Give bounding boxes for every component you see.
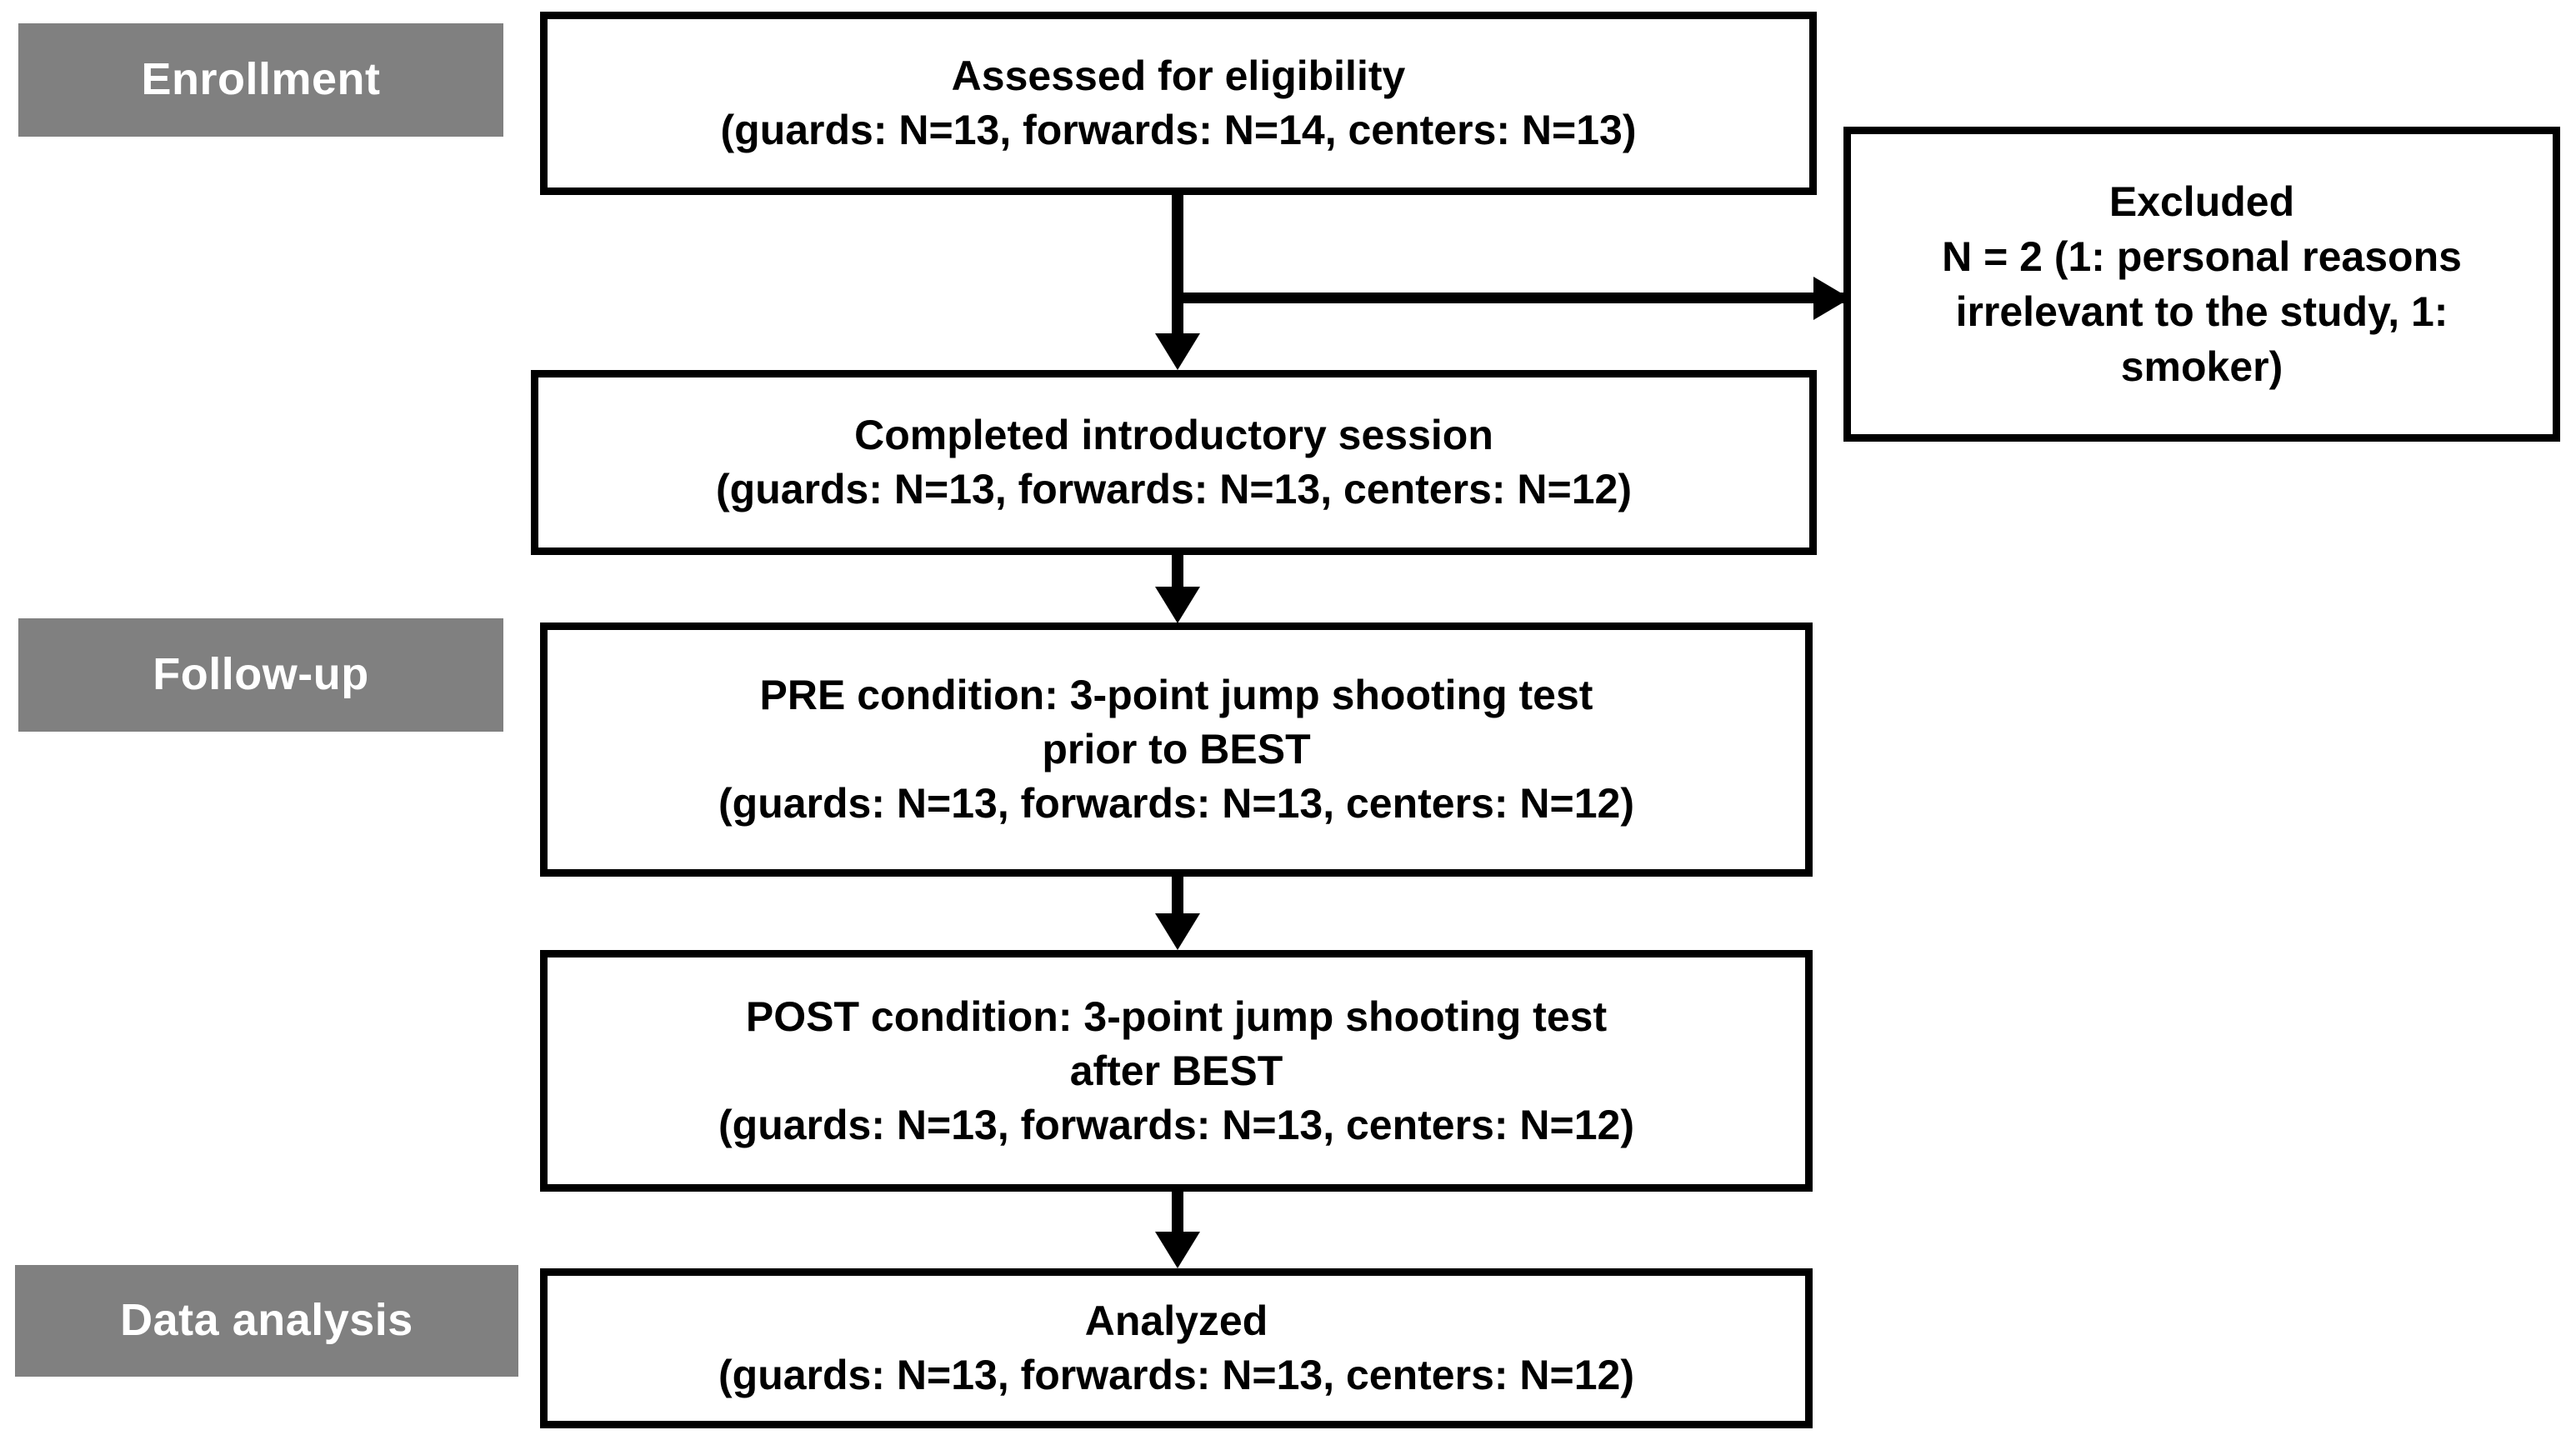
box-completed-line-1: Completed introductory session [854, 412, 1493, 458]
stage-label-follow-up: Follow-up [18, 618, 503, 732]
stage-label-data-analysis: Data analysis [15, 1265, 518, 1377]
connector-assessed-to-completed-stem [1172, 193, 1183, 340]
box-post-line-3: (guards: N=13, forwards: N=13, centers: … [718, 1101, 1634, 1148]
box-assessed-line-2: (guards: N=13, forwards: N=14, centers: … [720, 107, 1637, 153]
box-assessed-line-1: Assessed for eligibility [951, 52, 1406, 99]
box-excluded-line-1: Excluded [2108, 178, 2295, 225]
box-pre-line-2: prior to BEST [1042, 726, 1311, 772]
connector-post-to-analyzed-arrowhead [1155, 1232, 1200, 1268]
box-assessed-for-eligibility: Assessed for eligibility (guards: N=13, … [540, 12, 1817, 195]
box-post-condition: POST condition: 3-point jump shooting te… [540, 950, 1813, 1192]
box-post-line-2: after BEST [1069, 1047, 1283, 1094]
box-excluded-line-3: irrelevant to the study, 1: [1955, 288, 2448, 335]
connector-completed-to-pre-arrowhead [1155, 587, 1200, 623]
connector-completed-to-pre-stem [1172, 555, 1183, 592]
box-analyzed: Analyzed (guards: N=13, forwards: N=13, … [540, 1268, 1813, 1428]
connector-assessed-to-completed-arrowhead [1155, 333, 1200, 370]
box-excluded-line-2: N = 2 (1: personal reasons [1942, 233, 2462, 280]
box-analyzed-line-2: (guards: N=13, forwards: N=13, centers: … [718, 1352, 1634, 1398]
connector-post-to-analyzed-stem [1172, 1192, 1183, 1235]
connector-assessed-to-excluded-stem [1172, 292, 1848, 303]
box-pre-line-1: PRE condition: 3-point jump shooting tes… [759, 672, 1593, 718]
stage-label-enrollment-text: Enrollment [141, 54, 381, 105]
box-completed-introductory-session: Completed introductory session (guards: … [531, 370, 1817, 555]
box-excluded-line-4: smoker) [2120, 343, 2283, 390]
box-pre-condition: PRE condition: 3-point jump shooting tes… [540, 622, 1813, 877]
box-completed-line-2: (guards: N=13, forwards: N=13, centers: … [716, 466, 1632, 512]
stage-label-enrollment: Enrollment [18, 23, 503, 137]
connector-pre-to-post-stem [1172, 877, 1183, 920]
connector-assessed-to-excluded-arrowhead [1813, 277, 1850, 320]
connector-pre-to-post-arrowhead [1155, 913, 1200, 950]
stage-label-follow-up-text: Follow-up [153, 649, 369, 700]
box-excluded: Excluded N = 2 (1: personal reasons irre… [1843, 127, 2560, 442]
box-pre-line-3: (guards: N=13, forwards: N=13, centers: … [718, 780, 1634, 827]
box-analyzed-line-1: Analyzed [1084, 1298, 1268, 1344]
box-post-line-1: POST condition: 3-point jump shooting te… [745, 992, 1608, 1040]
stage-label-data-analysis-text: Data analysis [120, 1295, 413, 1346]
